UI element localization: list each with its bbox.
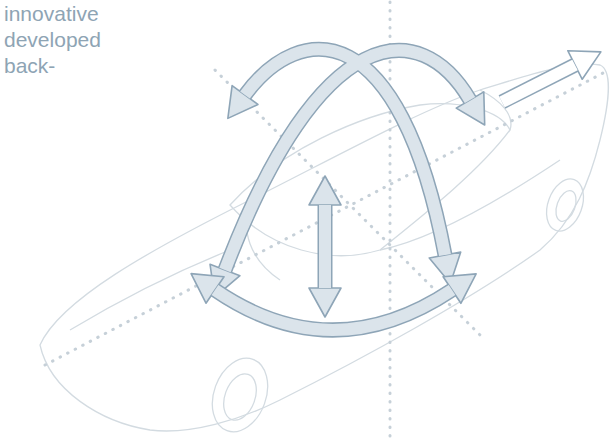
text-fragment: developed (4, 27, 101, 53)
text-fragment: back- (4, 53, 55, 79)
text-fragment: innovative (4, 1, 99, 27)
car-outline (40, 64, 608, 439)
motion-arrows-fill (215, 49, 575, 330)
axis-lines (45, 2, 605, 440)
motion-arrows (215, 49, 575, 330)
